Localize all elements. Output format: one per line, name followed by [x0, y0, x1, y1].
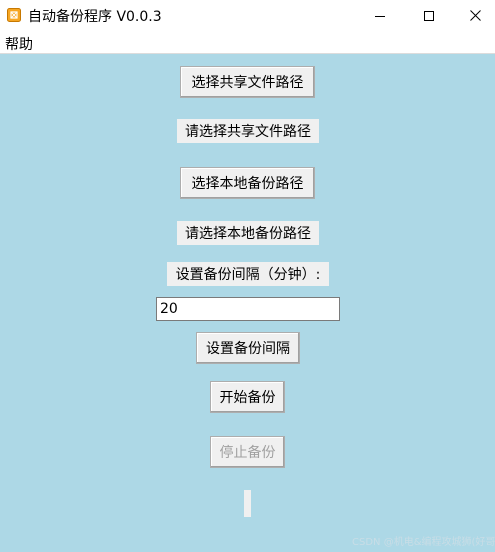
stop-backup-button: 停止备份	[210, 436, 285, 468]
local-path-label: 请选择本地备份路径	[177, 221, 319, 245]
close-button[interactable]	[452, 0, 495, 31]
menu-help[interactable]: 帮助	[5, 37, 33, 53]
start-backup-button[interactable]: 开始备份	[210, 381, 285, 413]
interval-input[interactable]	[156, 297, 340, 321]
title-bar: 自动备份程序 V0.0.3	[0, 0, 495, 31]
status-label	[244, 490, 251, 517]
interval-label: 设置备份间隔（分钟）:	[167, 262, 329, 286]
menu-divider	[0, 53, 495, 54]
close-icon	[469, 10, 481, 21]
share-path-label: 请选择共享文件路径	[177, 119, 319, 143]
maximize-button[interactable]	[406, 0, 452, 31]
menu-bar: 帮助	[0, 31, 495, 53]
minimize-icon	[375, 15, 385, 17]
select-share-path-button[interactable]: 选择共享文件路径	[180, 66, 315, 98]
set-interval-button[interactable]: 设置备份间隔	[196, 332, 300, 364]
maximize-icon	[424, 10, 434, 21]
window-title: 自动备份程序 V0.0.3	[28, 9, 162, 25]
select-local-path-button[interactable]: 选择本地备份路径	[180, 167, 315, 199]
minimize-button[interactable]	[357, 0, 403, 31]
watermark: CSDN @机电&编程攻城狮(好哥	[352, 537, 495, 548]
app-icon	[7, 8, 21, 22]
